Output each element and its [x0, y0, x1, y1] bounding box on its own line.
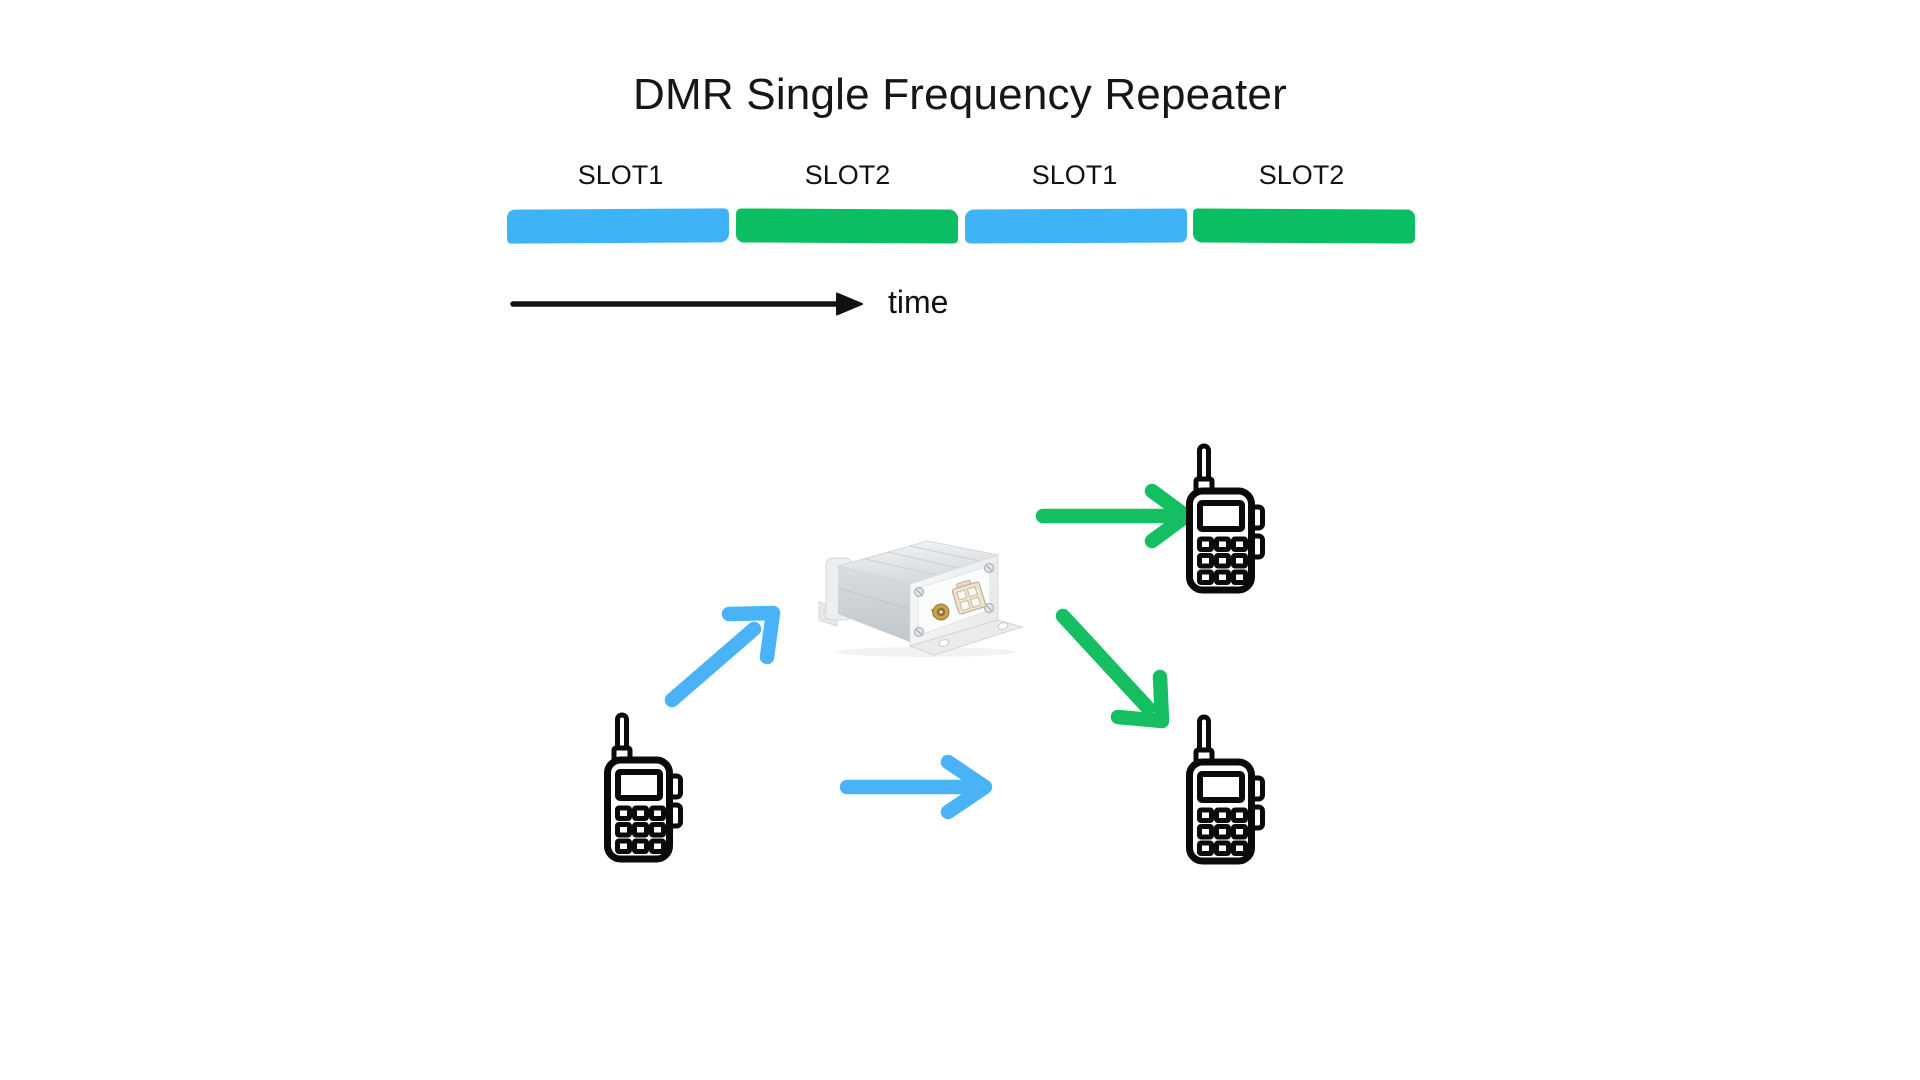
downlink-arrow-green-horizontal [1035, 483, 1194, 549]
direct-path-arrow-blue-horizontal [839, 754, 993, 820]
device-seam-line [837, 587, 911, 610]
flange-hole [997, 622, 1009, 630]
slot-label: SLOT2 [1258, 160, 1345, 190]
uplink-arrow-blue-diagonal [664, 605, 781, 708]
sma-connector [931, 603, 950, 621]
walkie-talkie-icon [1186, 714, 1270, 866]
terminal-block-connector [951, 579, 987, 615]
repeater-device-image [818, 540, 1024, 657]
slot-label: SLOT1 [1031, 160, 1118, 190]
device-right-flange [908, 619, 1024, 656]
device-side-face [838, 566, 910, 642]
flange-hole [938, 639, 950, 647]
slot-bar-1 [506, 208, 729, 244]
device-texture-lines [864, 545, 981, 576]
walkie-talkie-icon [604, 712, 688, 864]
slot-label-row: SLOT1 SLOT2 SLOT1 SLOT2 [507, 160, 1415, 191]
downlink-arrow-green-diagonal [1055, 608, 1170, 729]
right-arrow-icon [510, 292, 863, 316]
time-axis-label: time [888, 284, 949, 320]
slot-bar-3 [964, 208, 1187, 244]
time-axis-arrow [510, 292, 863, 316]
page-title: DMR Single Frequency Repeater [633, 70, 1287, 119]
slot-label: SLOT2 [804, 160, 891, 190]
slot-bar-2 [735, 208, 958, 244]
slot-timeline-bars [506, 208, 1416, 244]
walkie-talkie-icon [1186, 443, 1270, 595]
panel-screws [913, 562, 995, 638]
slot-label: SLOT1 [577, 160, 664, 190]
slot-bar-4 [1193, 208, 1416, 244]
